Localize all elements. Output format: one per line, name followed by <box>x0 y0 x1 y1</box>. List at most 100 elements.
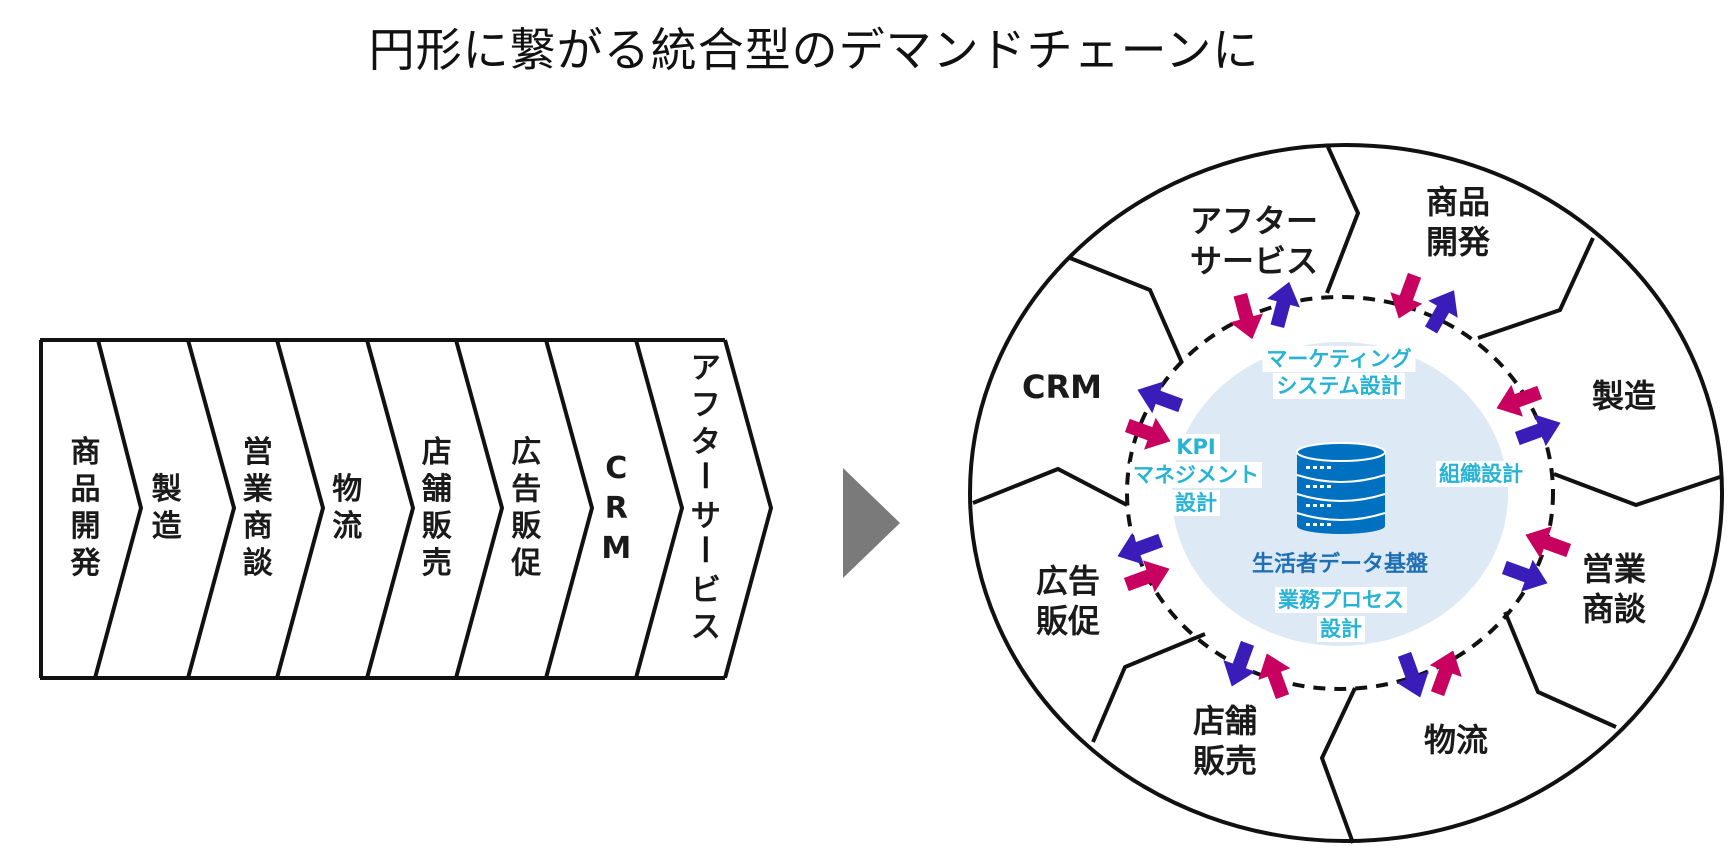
chain-stage-char: 商 <box>71 435 101 470</box>
marketing-system-label-line: システム設計 <box>1276 374 1401 398</box>
segment-divider <box>1069 256 1184 364</box>
ring-segment-label-line: 販売 <box>1193 742 1257 780</box>
chevron-divider <box>186 339 237 679</box>
label-background <box>1172 490 1220 516</box>
chain-stage-char: フ <box>691 388 721 423</box>
ring-segment-label-line: アフター <box>1190 202 1318 240</box>
chevron-divider <box>275 339 326 679</box>
chain-stage-char: 商 <box>243 509 273 544</box>
inbound-arrow-icon <box>1230 292 1263 340</box>
chevron-divider <box>454 339 505 679</box>
chain-stage-char: 物 <box>332 472 362 507</box>
transition-arrow-icon <box>843 468 900 578</box>
chevron-divider <box>93 339 144 679</box>
segment-dividers <box>972 146 1721 844</box>
ring-segment-label-line: 営業 <box>1582 550 1646 588</box>
ring-segment-label: 物流 <box>1424 721 1488 759</box>
chain-stage-char <box>703 536 708 563</box>
outbound-arrow-icon <box>1514 414 1561 447</box>
chevron-divider <box>544 339 595 679</box>
chain-stage-char: 販 <box>511 509 542 544</box>
segment-divider <box>1319 687 1357 844</box>
chain-stage-char: 造 <box>152 509 182 544</box>
chain-stage-char: M <box>601 531 631 566</box>
chain-stage-char: 開 <box>71 509 101 544</box>
chain-stage-char: 流 <box>332 509 362 544</box>
outbound-arrow-icon <box>1424 290 1458 334</box>
chain-stage: 製造 <box>152 472 182 544</box>
chevron-divider <box>634 339 685 679</box>
chain-stage-char: 営 <box>243 435 273 470</box>
label-background <box>1262 346 1416 372</box>
label-background <box>1317 616 1365 642</box>
chain-stage-char: C <box>605 451 627 486</box>
ring-segment-label-line: 製造 <box>1592 377 1656 415</box>
ring-segment-label-line: 開発 <box>1426 223 1491 261</box>
ring-segment-label-line: 広告 <box>1036 562 1100 600</box>
chain-stage: 物流 <box>332 472 362 544</box>
chain-stage-char: タ <box>691 425 721 460</box>
chain-stage-char: 談 <box>243 546 274 581</box>
flow-arrows <box>1117 272 1572 700</box>
ring-segment-label-line: 商談 <box>1582 590 1647 628</box>
inbound-arrow-icon <box>1123 560 1170 593</box>
outbound-arrow-icon <box>1117 532 1164 565</box>
ring-segment-label-line: 販促 <box>1036 602 1100 640</box>
marketing-system-label-line: マーケティング <box>1266 347 1411 371</box>
chain-stage: CRM <box>601 451 631 566</box>
segment-divider <box>1503 611 1617 729</box>
chain-stage-char: 舗 <box>421 472 452 507</box>
chain-stage-char: ビ <box>691 573 721 608</box>
kpi-management-label-line: マネジメント <box>1133 463 1259 487</box>
chain-stage-char: R <box>605 491 628 526</box>
kpi-management-label-line: 設計 <box>1175 491 1217 515</box>
ring-segment-label-line: 商品 <box>1426 183 1490 221</box>
chain-stage-char: 促 <box>510 546 541 581</box>
chain-stage-char: 製 <box>152 472 182 507</box>
chain-stage-char: 発 <box>70 546 102 581</box>
outbound-arrow-icon <box>1396 651 1429 698</box>
chain-stage-char: ス <box>691 610 721 645</box>
dashed-ring <box>1125 295 1555 691</box>
ring-segment-label: 製造 <box>1592 377 1656 415</box>
label-background <box>1172 434 1220 460</box>
ring-segment-label-line: CRM <box>1022 368 1102 406</box>
outbound-arrow-icon <box>1223 640 1256 687</box>
chain-stage-char: 広 <box>511 435 541 470</box>
inbound-arrow-icon <box>1124 417 1171 450</box>
database-icon <box>1296 442 1386 534</box>
business-process-label-line: 業務プロセス <box>1278 588 1404 612</box>
inbound-arrow-icon <box>1429 650 1462 697</box>
chain-stage-char: 売 <box>422 546 452 581</box>
organization-design-label-line: 組織設計 <box>1439 462 1523 486</box>
label-background <box>1436 461 1526 487</box>
chain-stage-char: 店 <box>422 435 452 470</box>
outbound-arrow-icon <box>1501 559 1548 592</box>
chevron-divider <box>365 339 416 679</box>
segment-divider <box>1325 146 1361 294</box>
segment-divider <box>1477 237 1595 340</box>
core-label: 生活者データ基盤 <box>1252 551 1429 577</box>
chevron-divider <box>723 339 774 679</box>
inbound-arrow-icon <box>1496 384 1543 417</box>
outbound-arrow-icon <box>1137 381 1184 414</box>
ring-segment-label-line: 物流 <box>1424 721 1488 759</box>
kpi-management-label-line: KPI <box>1176 435 1215 459</box>
chain-stage-char: ア <box>691 351 721 386</box>
chain-stage-char: 品 <box>71 472 101 507</box>
ring-segment-label: CRM <box>1022 368 1102 406</box>
chain-stage-char: 販 <box>422 509 453 544</box>
outbound-arrow-icon <box>1267 281 1300 329</box>
label-background <box>1130 462 1262 488</box>
